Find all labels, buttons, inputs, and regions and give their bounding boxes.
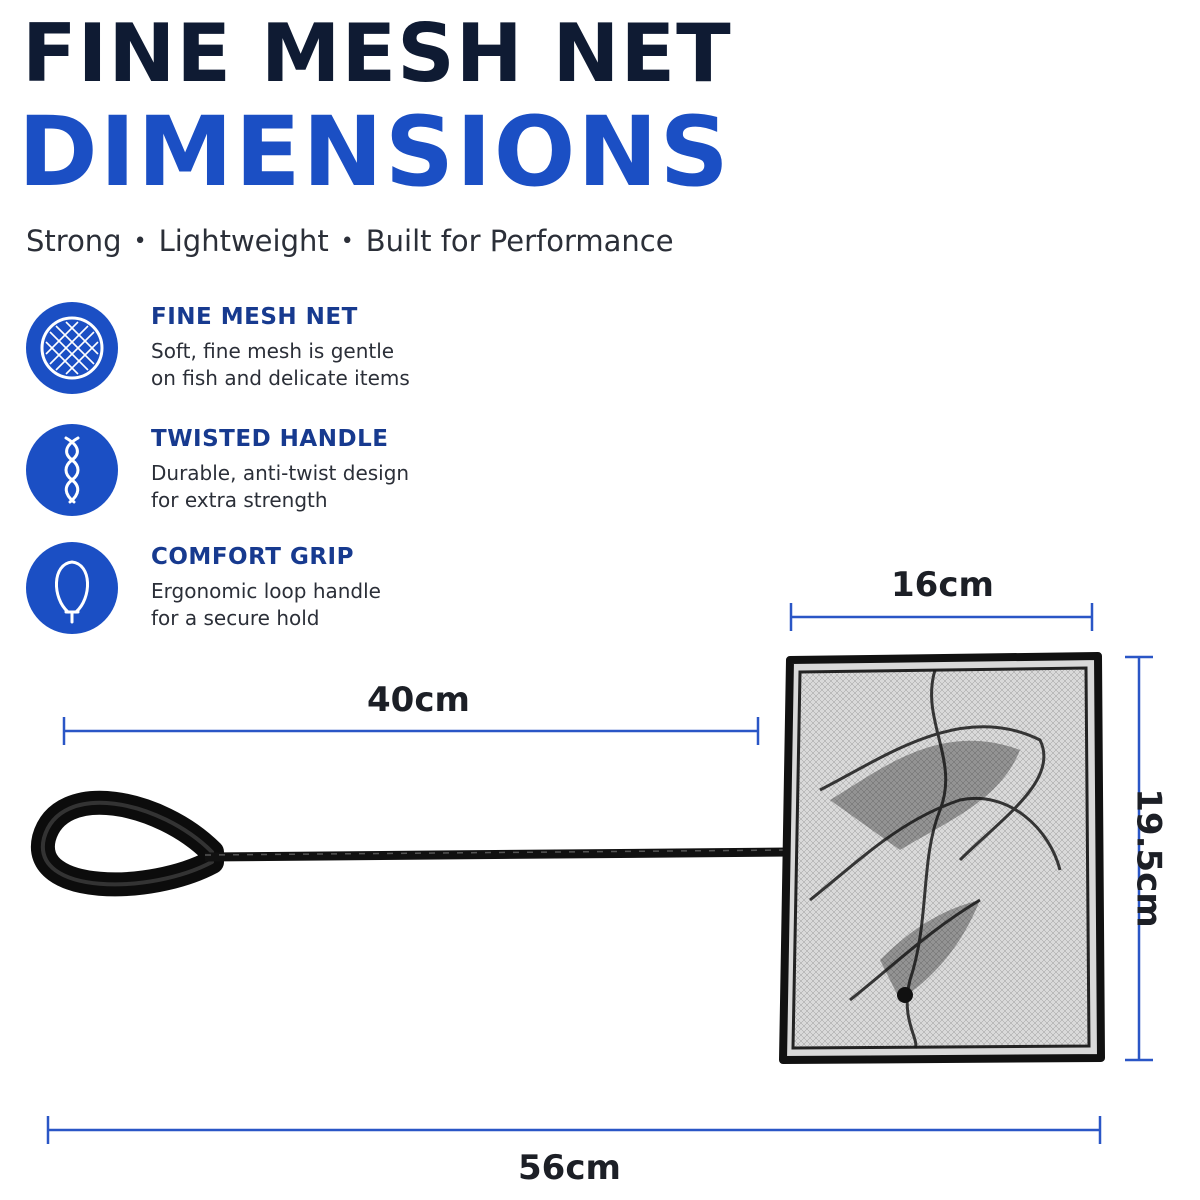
- feature-desc-line: Ergonomic loop handle: [151, 579, 381, 603]
- feature-description: Soft, fine mesh is gentle on fish and del…: [151, 338, 410, 392]
- feature-desc-line: for extra strength: [151, 488, 328, 512]
- tagline-performance: Built for Performance: [365, 224, 674, 258]
- feature-description: Durable, anti-twist design for extra stre…: [151, 460, 409, 514]
- feature-twisted-handle: TWISTED HANDLE Durable, anti-twist desig…: [26, 424, 466, 520]
- feature-desc-line: for a secure hold: [151, 606, 320, 630]
- tagline-strong: Strong: [26, 224, 122, 258]
- feature-desc-line: on fish and delicate items: [151, 366, 410, 390]
- feature-title: FINE MESH NET: [151, 304, 358, 330]
- dimension-line-net-width: [789, 603, 1094, 631]
- dimension-label-total: 56cm: [518, 1148, 621, 1188]
- feature-title: COMFORT GRIP: [151, 544, 354, 570]
- feature-fine-mesh: FINE MESH NET Soft, fine mesh is gentle o…: [26, 302, 466, 398]
- feature-comfort-grip: COMFORT GRIP Ergonomic loop handle for a …: [26, 542, 466, 638]
- tagline-separator: •: [133, 229, 147, 254]
- dimension-label-net-height: 19.5cm: [1128, 788, 1169, 928]
- title-line-1: FINE MESH NET: [22, 7, 732, 100]
- title-line-2: DIMENSIONS: [18, 96, 731, 208]
- tagline-separator: •: [340, 229, 354, 254]
- dimension-label-net-width: 16cm: [891, 565, 994, 605]
- loop-handle-icon: [26, 542, 118, 634]
- tagline-lightweight: Lightweight: [158, 224, 329, 258]
- dimension-line-handle: [62, 717, 760, 745]
- feature-desc-line: Soft, fine mesh is gentle: [151, 339, 395, 363]
- dimension-line-net-height: [1125, 655, 1153, 1062]
- net-head: [779, 652, 1105, 1064]
- feature-desc-line: Durable, anti-twist design: [151, 461, 410, 485]
- feature-description: Ergonomic loop handle for a secure hold: [151, 578, 381, 632]
- mesh-icon: [26, 302, 118, 394]
- dimension-label-handle: 40cm: [367, 680, 470, 720]
- feature-title: TWISTED HANDLE: [151, 426, 389, 452]
- tagline: Strong • Lightweight • Built for Performance: [26, 224, 674, 258]
- twisted-handle: [204, 847, 791, 862]
- dimension-line-total: [46, 1116, 1102, 1144]
- twisted-rope-icon: [26, 424, 118, 516]
- loop-grip: [30, 790, 224, 897]
